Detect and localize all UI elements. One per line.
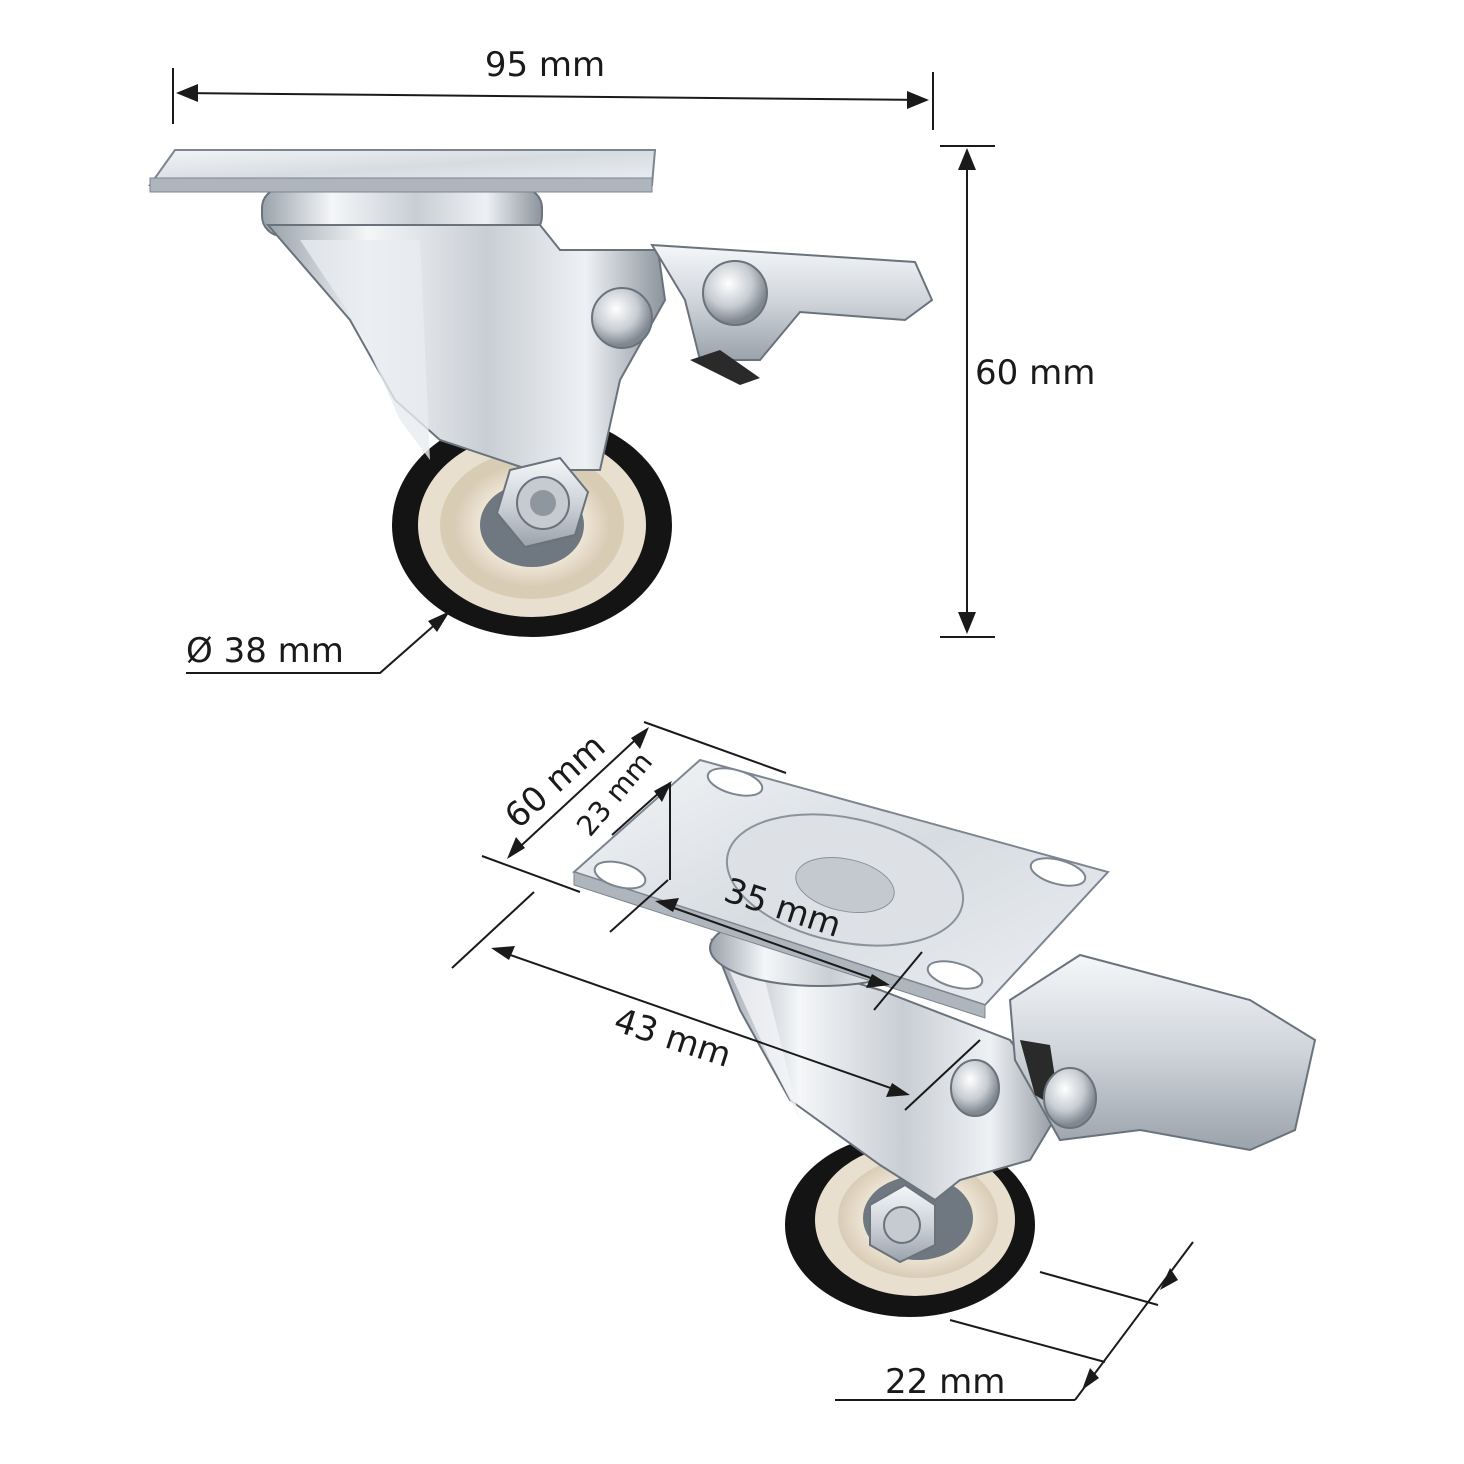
dimension-wheel-diameter: Ø 38 mm <box>186 611 450 674</box>
swivel-caster-with-brake-icon <box>148 149 934 637</box>
top-height-label: 60 mm <box>975 353 1095 393</box>
top-width-label: 95 mm <box>485 45 605 85</box>
dimension-top-width: 95 mm <box>172 45 934 130</box>
dimension-top-height: 60 mm <box>940 145 1095 638</box>
wheel-diameter-label: Ø 38 mm <box>186 631 344 671</box>
dimension-wheel-width: 22 mm <box>835 1241 1194 1402</box>
wheel-width-label: 22 mm <box>885 1362 1005 1402</box>
